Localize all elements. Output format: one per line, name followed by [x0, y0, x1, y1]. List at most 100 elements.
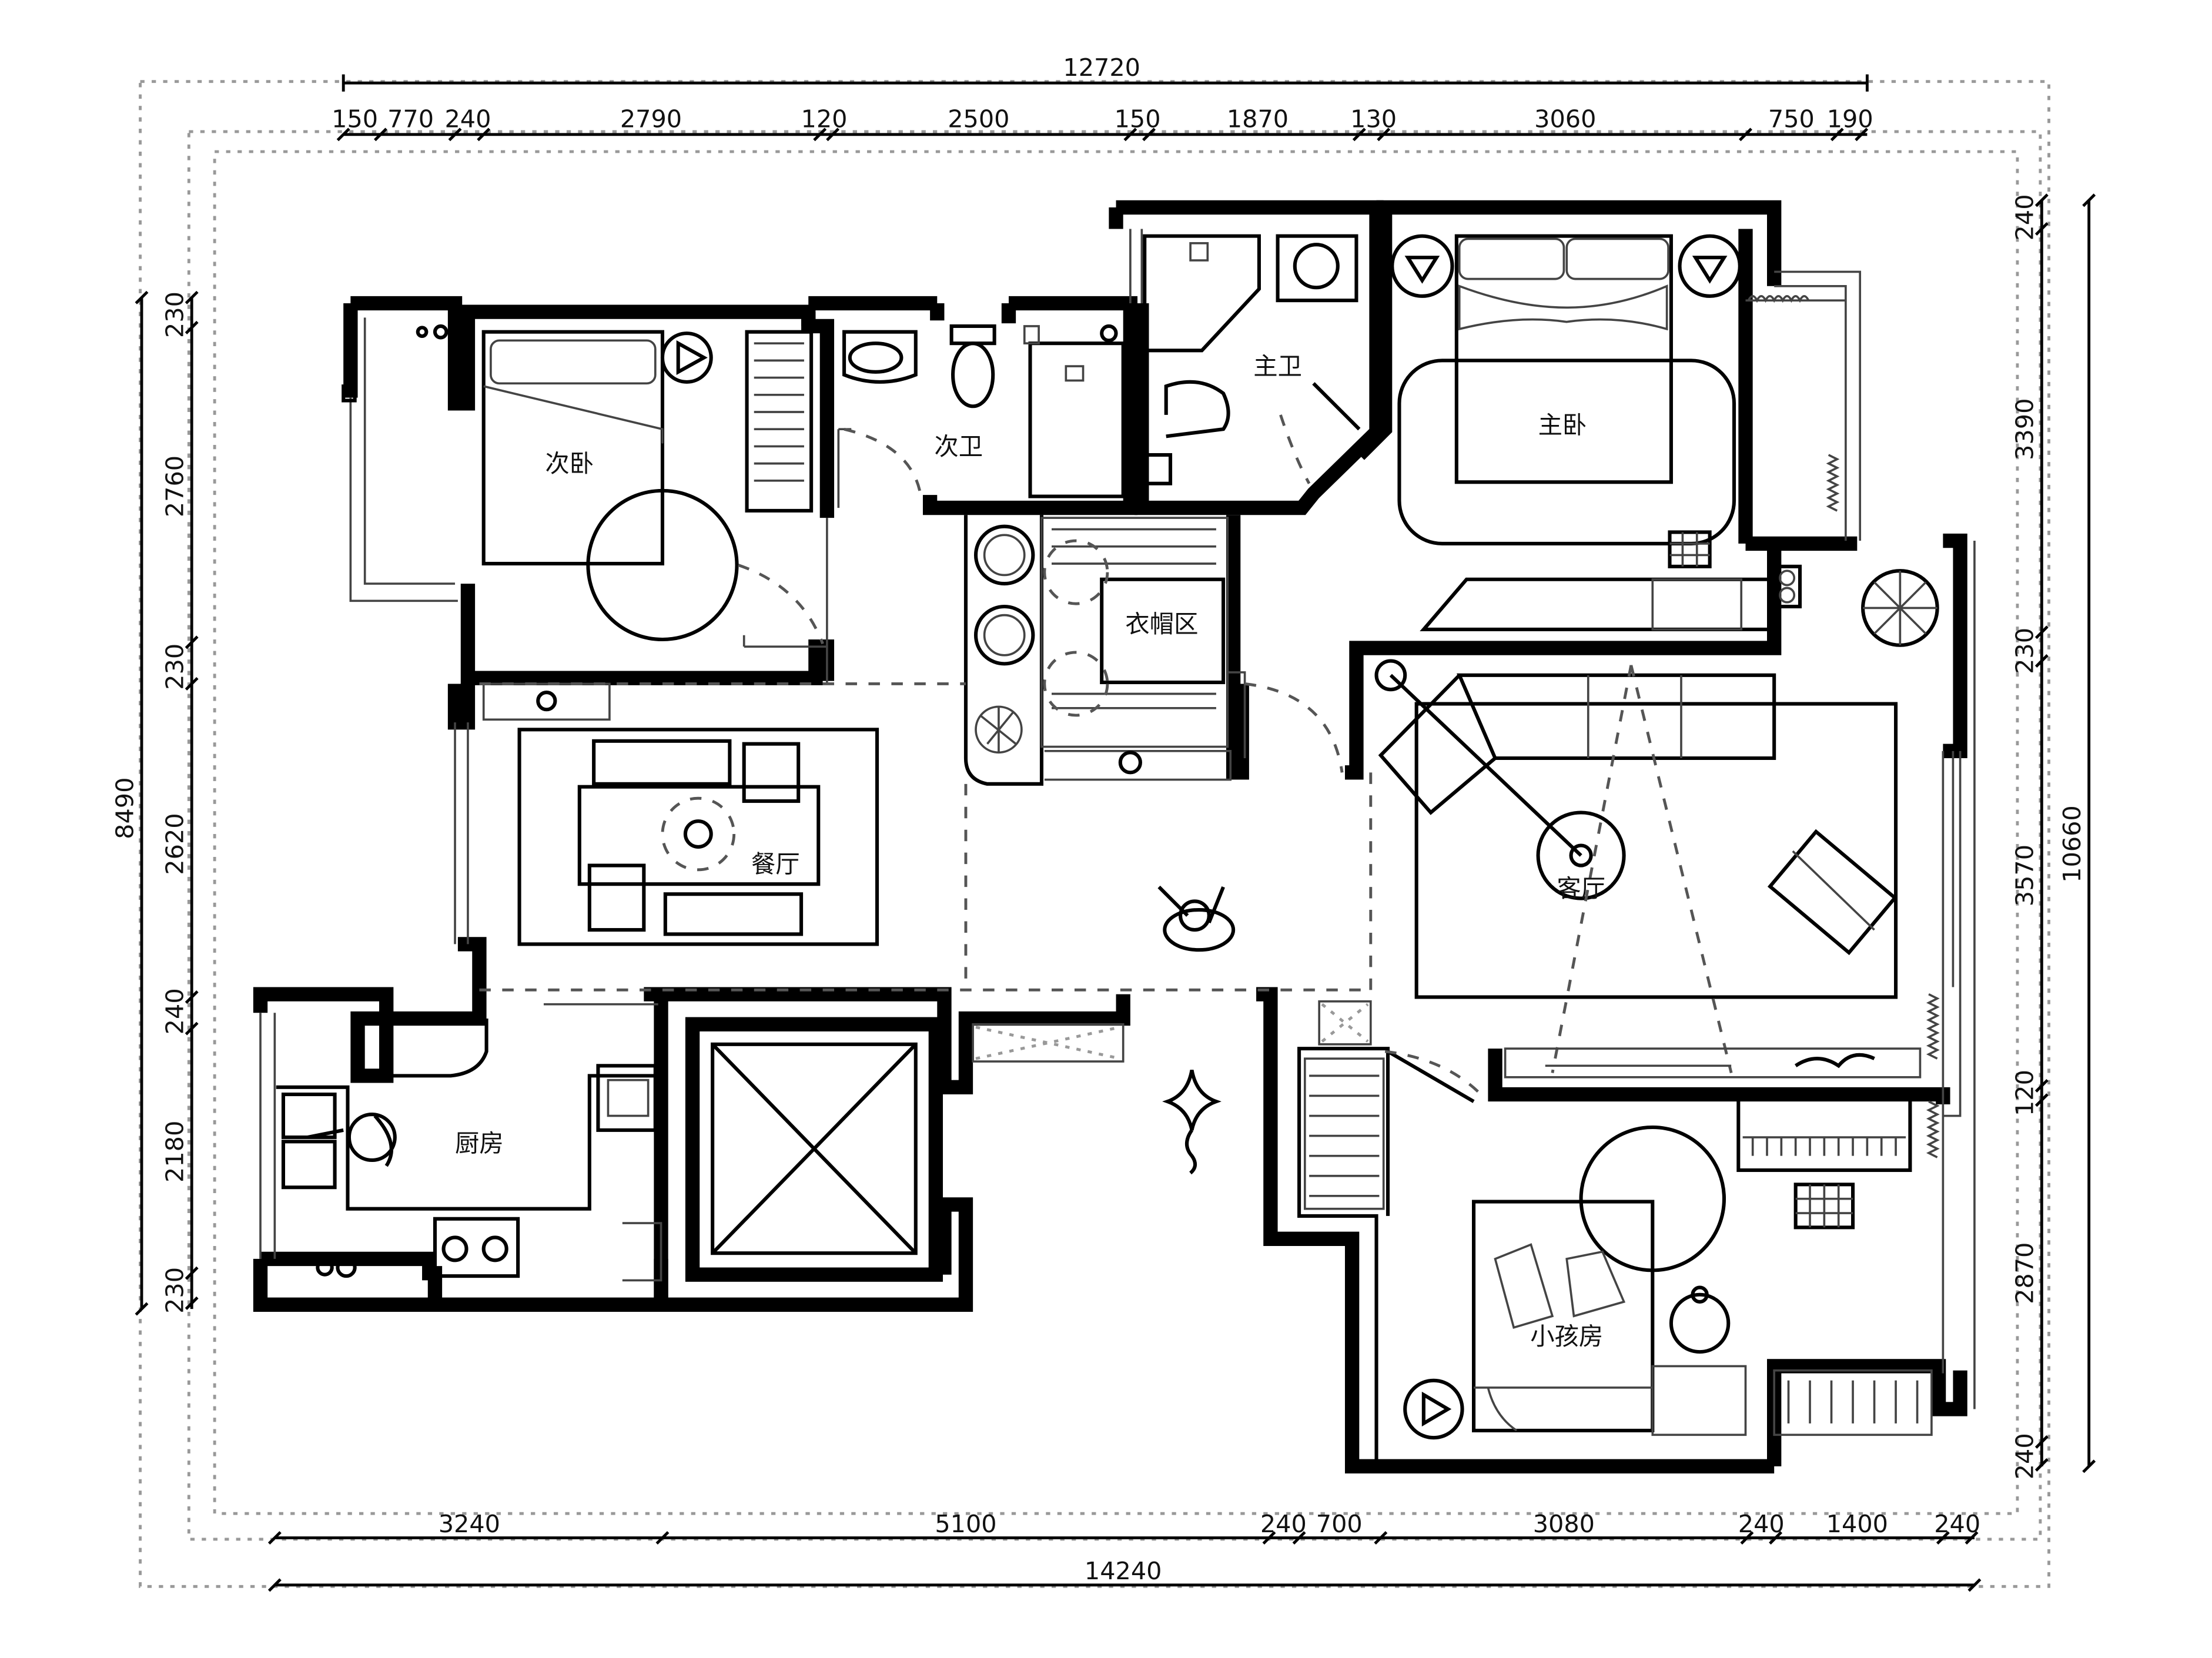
person-figure-icon	[347, 1113, 397, 1163]
dim-left-4: 2620	[161, 813, 189, 875]
dim-right-1: 240	[2011, 194, 2039, 240]
nightstand-lamp-icon	[1678, 234, 1742, 298]
dim-top-7: 150	[1115, 105, 1161, 133]
dim-top-8: 1870	[1227, 105, 1289, 133]
lamp-icon	[660, 331, 713, 384]
dim-top-total: 12720	[1063, 53, 1140, 82]
piano	[1736, 1097, 1912, 1173]
sink-icon	[281, 1092, 337, 1140]
dim-right-4: 3570	[2011, 845, 2039, 906]
bed	[1471, 1200, 1655, 1433]
sofa-chaise	[1378, 674, 1497, 815]
dim-bottom-8: 240	[1934, 1510, 1980, 1538]
dim-top-12: 190	[1827, 105, 1873, 133]
dim-bottom-5: 3080	[1533, 1510, 1595, 1538]
left-dimension-segments: 230 2760 230 2620 240 2180 230	[161, 290, 199, 1314]
dim-right-7: 240	[2011, 1433, 2039, 1479]
master-bath: 主卫	[1143, 234, 1361, 485]
dim-top-11: 750	[1768, 105, 1815, 133]
bench	[592, 739, 732, 786]
dim-left-2: 2760	[161, 455, 189, 517]
living-rug	[1414, 702, 1898, 999]
dim-bottom-1: 3240	[439, 1510, 500, 1538]
dim-right-5: 120	[2011, 1070, 2039, 1116]
circulation-lines	[479, 682, 1373, 992]
dim-right-2: 3390	[2011, 398, 2039, 460]
dim-top-2: 770	[387, 105, 434, 133]
window-bench	[1504, 1047, 1922, 1078]
cloakroom: 衣帽区	[973, 517, 1344, 781]
dim-left-7: 230	[161, 1267, 189, 1314]
tv-console	[1420, 577, 1776, 632]
washer-icon	[973, 524, 1035, 586]
dim-top-9: 130	[1350, 105, 1397, 133]
vanity-basin	[1276, 234, 1358, 303]
dim-top-10: 3060	[1534, 105, 1596, 133]
living-room: 客厅	[1374, 564, 1939, 1074]
label-second-bedroom: 次卧	[545, 450, 594, 478]
dim-right-3: 230	[2011, 628, 2039, 674]
nightstand-lamp-icon	[1403, 1378, 1464, 1440]
dim-left-1: 230	[161, 292, 189, 338]
fridge-icon	[596, 1064, 657, 1132]
wardrobe	[1303, 1057, 1385, 1210]
dim-bottom-2: 5100	[935, 1510, 996, 1538]
coffee-table	[1536, 810, 1626, 900]
label-master-bath: 主卫	[1253, 353, 1302, 381]
dining-rug	[517, 728, 879, 946]
dining-room: 餐厅	[482, 682, 879, 946]
person-figure-icon	[1157, 885, 1236, 952]
dim-bottom-7: 1400	[1826, 1510, 1888, 1538]
dryer-icon	[973, 604, 1035, 666]
right-dimension-total: 10660	[2058, 193, 2096, 1473]
dim-top-1: 150	[332, 105, 378, 133]
cloak-island	[1100, 577, 1226, 685]
dim-right-total: 10660	[2058, 805, 2086, 883]
dim-right-6: 2870	[2011, 1242, 2039, 1304]
kids-room: 小孩房	[1303, 993, 1940, 1440]
dim-left-3: 230	[161, 644, 189, 690]
plant-icon	[975, 705, 1023, 754]
pillow	[490, 339, 657, 385]
inner-frame	[213, 150, 2019, 1515]
shower-tray	[1028, 341, 1125, 498]
dim-bottom-6: 240	[1738, 1510, 1785, 1538]
dining-table	[577, 785, 821, 886]
dim-left-6: 2180	[161, 1121, 189, 1183]
windows	[259, 229, 1976, 1409]
label-living: 客厅	[1557, 875, 1605, 903]
second-bath: 次卫	[837, 324, 1125, 508]
dim-top-3: 240	[444, 105, 491, 133]
elevator-shaft	[711, 1042, 918, 1255]
round-rug	[586, 488, 739, 642]
cabinet	[1773, 1369, 1933, 1436]
dim-bottom-3: 240	[1260, 1510, 1307, 1538]
wardrobe	[745, 330, 814, 513]
chair-icon	[1669, 1292, 1731, 1354]
top-dimension-total: 12720	[342, 53, 1869, 92]
right-dimension-segments: 240 3390 230 3570 120 2870 240	[2011, 193, 2049, 1479]
diamond-ornament-icon	[1162, 1070, 1222, 1175]
rug	[1397, 359, 1736, 545]
bottom-dimension-total: 14240	[267, 1557, 1982, 1592]
washbasin-icon	[842, 330, 918, 384]
bottom-dimension-segments: 3240 5100 240 700 3080 240 1400 240	[267, 1510, 1980, 1545]
top-dimension-segments: 150 770 240 2790 120 2500 150 1870 130 3…	[332, 105, 1873, 142]
label-master-bedroom: 主卧	[1538, 411, 1587, 440]
double-bed	[481, 330, 665, 566]
dim-top-6: 2500	[948, 105, 1009, 133]
sofa	[1457, 673, 1776, 761]
dim-left-5: 240	[161, 988, 189, 1034]
dining-chair	[742, 742, 801, 803]
bench	[663, 892, 804, 936]
countertop	[276, 1074, 661, 1211]
toilet-icon	[1164, 380, 1230, 438]
second-bedroom: 次卧	[342, 324, 828, 684]
armchair	[1767, 829, 1898, 956]
left-dimension-total: 8490	[111, 290, 149, 1316]
label-second-bath: 次卫	[934, 433, 983, 461]
corner-shower	[1143, 234, 1261, 353]
label-kitchen: 厨房	[455, 1129, 504, 1157]
centerpiece	[661, 796, 736, 872]
